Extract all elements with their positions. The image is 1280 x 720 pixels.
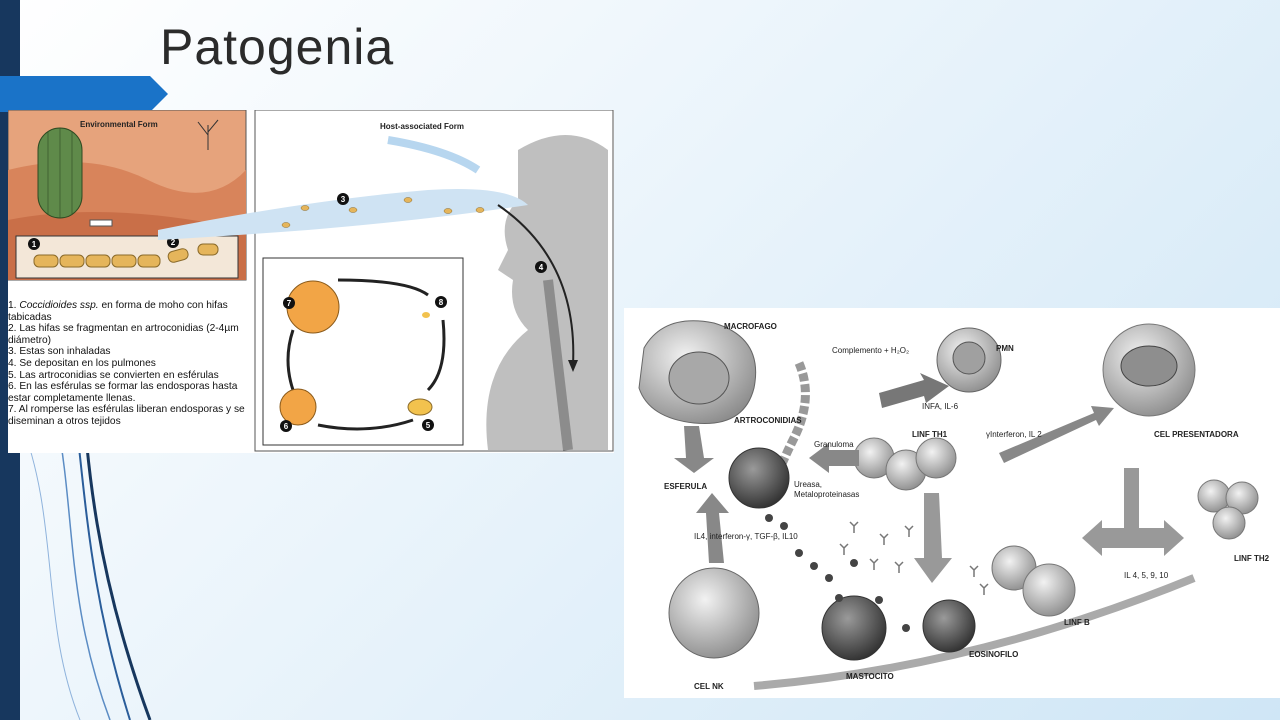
label-eosinofilo: EOSINOFILO [969,650,1019,659]
label-linf-th2: LINF TH2 [1234,554,1270,563]
list-item: 6. En las esférulas se formar las endosp… [8,381,238,404]
lifecycle-steps: 1. Coccidioides ssp. en forma de moho co… [8,300,254,428]
label-cel-nk: CEL NK [694,682,724,691]
title-tab [0,76,168,112]
immune-response-figure: MACROFAGO Complemento + H₂O₂ PMN ARTROCO… [624,308,1280,698]
label-il4: IL4, interferon-γ, TGF-β, IL10 [694,532,798,541]
label-ureasa: Ureasa, [794,480,823,489]
list-item: 3. Estas son inhaladas [8,346,111,358]
list-item: 5. Las artroconidias se convierten en es… [8,369,219,381]
list-item: 7. Al romperse las esférulas liberan end… [8,404,245,427]
list-item: 4. Se depositan en los pulmones [8,357,156,369]
list-item: 1. Coccidioides ssp. en forma de moho co… [8,300,228,323]
label-linf-b: LINF B [1064,618,1090,627]
label-granuloma: Granuloma [814,440,854,449]
step-marker: 3 [341,195,346,204]
step-marker: 5 [426,421,431,430]
label-linf-th1: LINF TH1 [912,430,948,439]
label-pmn: PMN [996,344,1014,353]
step-marker: 4 [539,263,544,272]
step-marker: 7 [287,299,292,308]
label-il4510: IL 4, 5, 9, 10 [1124,571,1169,580]
label-esferula: ESFERULA [664,482,708,491]
env-header: Environmental Form [80,120,158,129]
label-artroconidias: ARTROCONIDIAS [734,416,802,425]
step-marker: 2 [171,238,176,247]
step-marker: 1 [32,240,37,249]
label-infa: INFA, IL-6 [922,402,959,411]
lifecycle-figure: 1 2 3 4 5 6 7 8 Environmental Form Host-associa… [8,110,614,453]
list-item: 2. Las hifas se fragmentan en artroconid… [8,323,239,346]
label-interferon: γInterferon, IL 2 [986,430,1042,439]
label-macrofago: MACROFAGO [724,322,777,331]
label-cel-presentadora: CEL PRESENTADORA [1154,430,1239,439]
slide-title: Patogenia [160,19,395,75]
label-mastocito: MASTOCITO [846,672,894,681]
lifecycle-drawing: 1 2 3 4 5 6 7 8 [8,110,614,452]
host-header: Host-associated Form [380,122,465,131]
step-marker: 8 [439,298,444,307]
label-metaloproteinasas: Metaloproteinasas [794,490,860,499]
label-complemento: Complemento + H₂O₂ [832,346,910,355]
step-marker: 6 [284,422,289,431]
immune-drawing [638,320,1259,690]
